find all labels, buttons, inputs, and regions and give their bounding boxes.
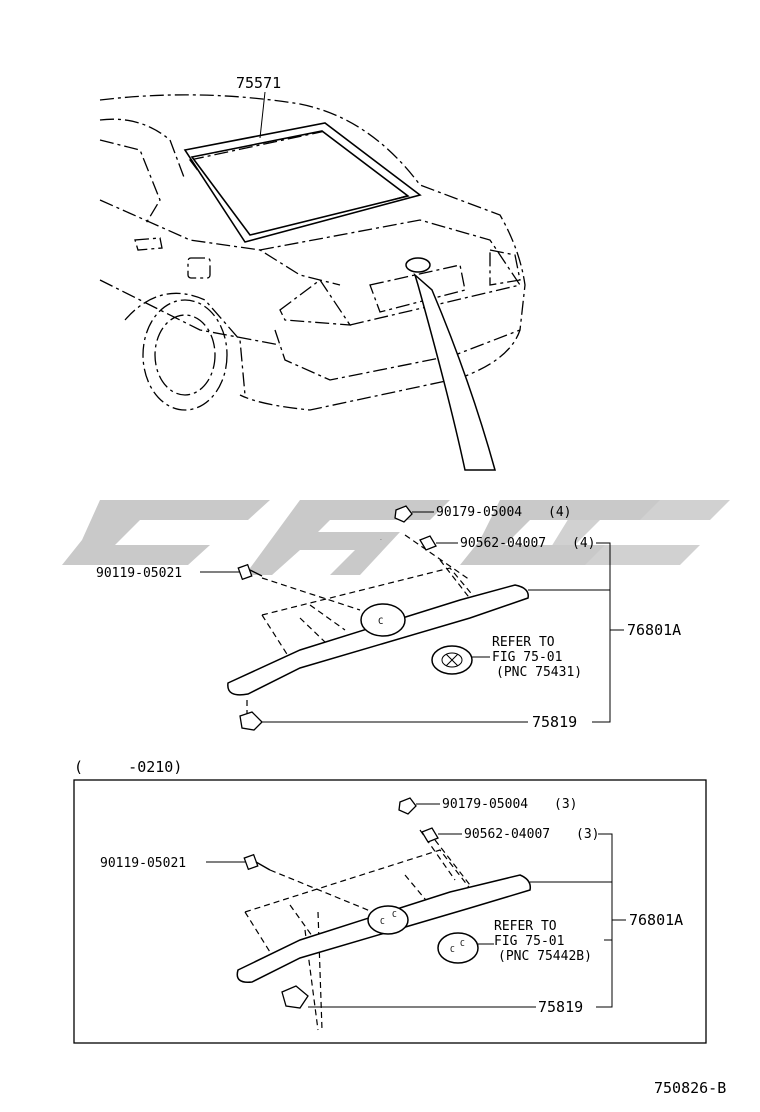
label-screw-lower: 90119-05021: [100, 856, 186, 871]
clip-icon: [419, 535, 437, 551]
watermark-text: CDC: [380, 539, 382, 541]
fastener-icon-lower: [281, 985, 309, 1009]
label-garnish-lower: 76801A: [629, 911, 683, 929]
refer-line1-lower: REFER TO: [494, 919, 557, 934]
rear-window-moulding: [183, 122, 422, 243]
label-clip-qty-upper: (4): [572, 536, 595, 551]
svg-text:C: C: [380, 917, 385, 926]
range-label: ( -0210): [74, 758, 182, 776]
refer-line1-upper: REFER TO: [492, 635, 555, 650]
screw-icon-lower: [243, 853, 271, 871]
figure-number: 750826-B: [654, 1079, 726, 1097]
svg-text:C: C: [378, 617, 383, 627]
label-bolt-upper: 90179-05004: [436, 505, 522, 520]
bolt-icon: [394, 505, 413, 523]
lower-detail-frame: [73, 779, 707, 1044]
label-clip-lower: 90562-04007: [464, 827, 550, 842]
svg-text:C: C: [392, 910, 397, 919]
refer-line2-lower: FIG 75-01: [494, 934, 564, 949]
lower-garnish-assembly: C C C C: [236, 797, 532, 1031]
svg-text:C: C: [460, 939, 465, 948]
label-fastener-upper: 75819: [532, 713, 577, 731]
refer-line3-lower: (PNC 75442B): [498, 949, 592, 964]
bolt-icon-lower: [398, 797, 417, 815]
car-illustration: [99, 94, 526, 471]
refer-line3-upper: (PNC 75431): [496, 665, 582, 680]
label-bolt-lower: 90179-05004: [442, 797, 528, 812]
refer-line2-upper: FIG 75-01: [492, 650, 562, 665]
detail-arrow: [413, 272, 496, 471]
screw-icon: [237, 563, 263, 581]
label-fastener-lower: 75819: [538, 998, 583, 1016]
label-garnish-upper: 76801A: [627, 621, 681, 639]
upper-garnish-assembly: C: [227, 505, 529, 731]
label-bolt-qty-lower: (3): [554, 797, 577, 812]
label-clip-qty-lower: (3): [576, 827, 599, 842]
label-clip-upper: 90562-04007: [460, 536, 546, 551]
label-rear-window-moulding: 75571: [236, 74, 281, 92]
label-bolt-qty-upper: (4): [548, 505, 571, 520]
emblem-icon-lower: [437, 932, 479, 964]
clip-icon-lower: [421, 827, 439, 843]
fastener-icon: [239, 711, 263, 731]
label-screw-upper: 90119-05021: [96, 566, 182, 581]
svg-text:C: C: [450, 945, 455, 954]
